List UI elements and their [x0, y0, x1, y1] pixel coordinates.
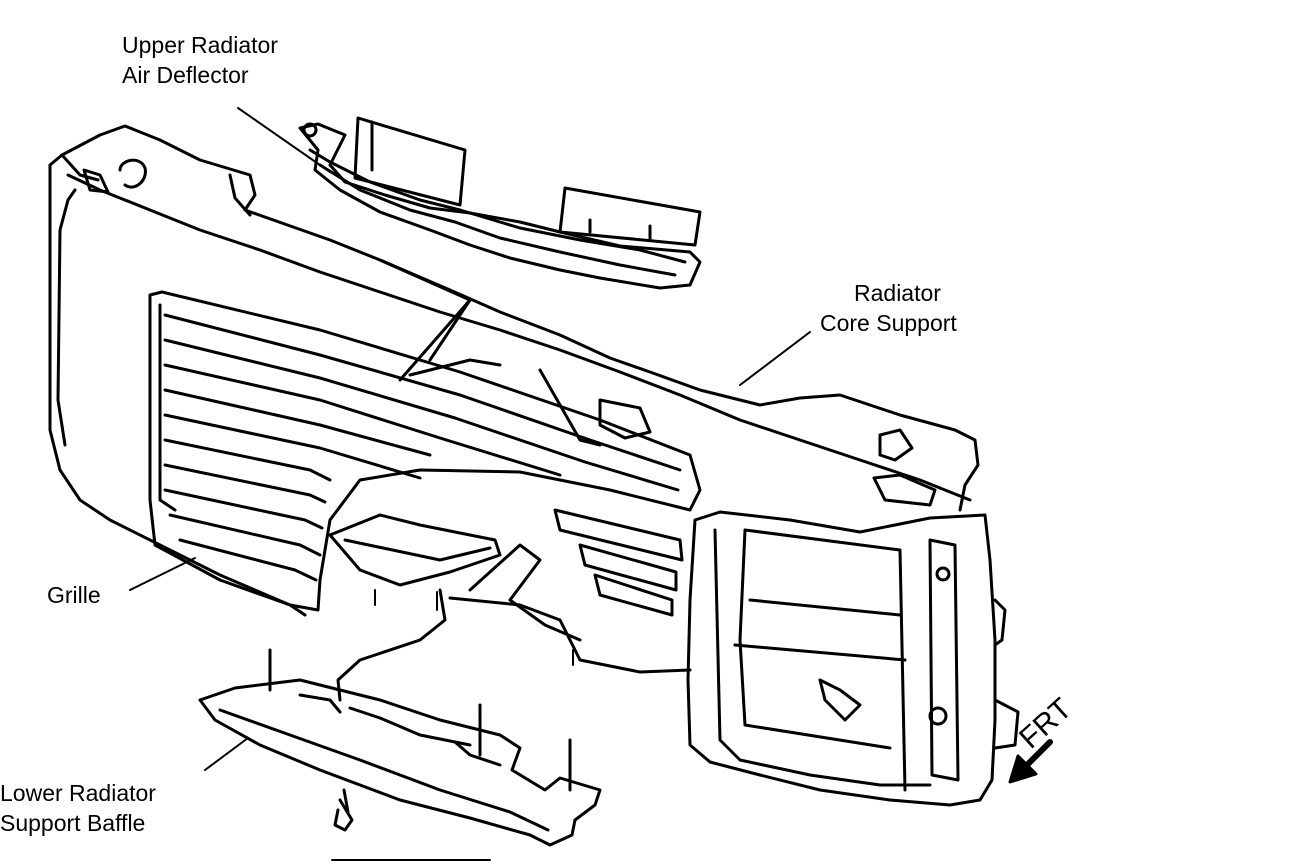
- label-line: Air Deflector: [122, 62, 249, 88]
- leader-lower-baffle: [204, 737, 249, 771]
- upper-air-deflector: [298, 116, 702, 290]
- leader-grille: [129, 557, 196, 591]
- headlamp-bezel: [686, 510, 1020, 807]
- lower-radiator-baffle: [198, 588, 602, 847]
- label-line: Core Support: [820, 310, 957, 336]
- alignment-dashes: [374, 589, 574, 666]
- leader-core-support: [739, 331, 811, 386]
- label-grille: Grille: [47, 582, 101, 608]
- grille: [148, 290, 702, 674]
- front-arrow-icon: [1008, 739, 1053, 784]
- label-radiator-core-support: Radiator Core Support: [820, 278, 957, 338]
- label-lower-radiator-support-baffle: Lower Radiator Support Baffle: [0, 778, 156, 838]
- leader-upper-deflector: [237, 107, 331, 173]
- label-line: Lower Radiator: [0, 780, 156, 806]
- label-line: Radiator: [854, 280, 941, 306]
- label-line: Support Baffle: [0, 810, 146, 836]
- leader-lines: [129, 107, 811, 771]
- label-upper-radiator-air-deflector: Upper Radiator Air Deflector: [122, 30, 278, 90]
- radiator-core-support: [48, 124, 980, 617]
- label-line: Upper Radiator: [122, 32, 278, 58]
